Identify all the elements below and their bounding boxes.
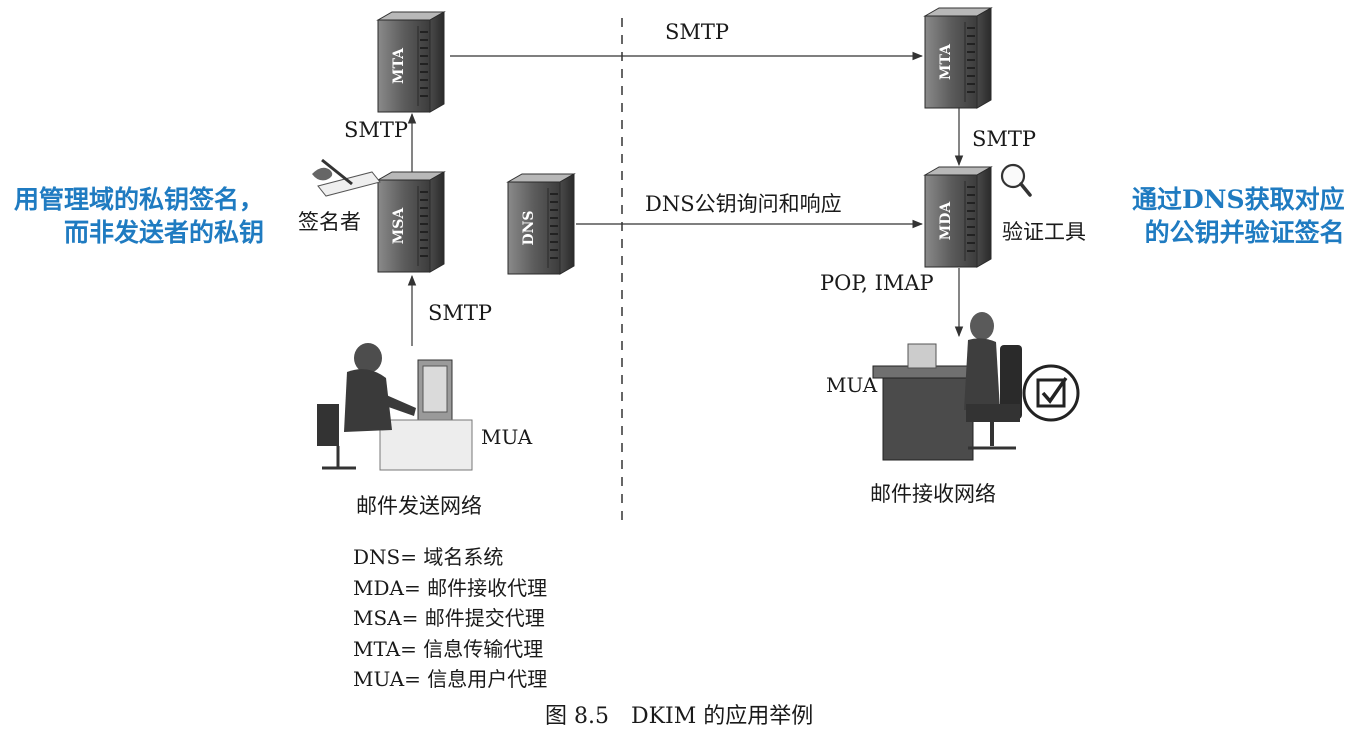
mta-sender-server: MTA <box>377 11 445 113</box>
smtp-right-label: SMTP <box>972 127 1037 151</box>
legend-item-mda: MDA= 邮件接收代理 <box>353 575 548 600</box>
left-annotation: 用管理域的私钥签名， 而非发送者的私钥 <box>14 183 264 249</box>
right-annotation-line2: 的公钥并验证签名 <box>1144 218 1345 247</box>
left-annotation-line2: 而非发送者的私钥 <box>64 218 265 247</box>
mua-sender-label: MUA <box>481 425 533 449</box>
sender-user-illustration <box>317 343 473 471</box>
dns-server: DNS <box>507 173 575 275</box>
mua-receiver-label: MUA <box>826 373 878 397</box>
signer-label: 签名者 <box>298 210 361 234</box>
signing-pen-icon <box>312 158 381 197</box>
right-annotation-line1: 通过DNS获取对应 <box>1132 185 1345 214</box>
mta-sender-label: MTA <box>391 47 407 84</box>
msa-label: MSA <box>391 207 407 245</box>
figure-caption: 图 8.5 DKIM 的应用举例 <box>545 706 813 728</box>
legend-item-mua: MUA= 信息用户代理 <box>353 667 548 691</box>
receiver-user-illustration <box>872 312 1022 461</box>
smtp-left-low-label: SMTP <box>428 301 493 325</box>
mda-server: MDA <box>924 166 992 268</box>
legend-item-dns: DNS= 域名系统 <box>353 545 504 569</box>
legend-item-mta: MTA= 信息传输代理 <box>353 636 544 661</box>
legend-item-msa: MSA= 邮件提交代理 <box>353 606 545 630</box>
recv-network-label: 邮件接收网络 <box>870 482 996 506</box>
verified-check-icon <box>1022 364 1080 422</box>
mta-receiver-server: MTA <box>924 7 992 109</box>
mda-label: MDA <box>938 201 954 241</box>
smtp-top-label: SMTP <box>665 20 730 44</box>
dns-query-label: DNS公钥询问和响应 <box>645 192 842 216</box>
abbreviation-legend: DNS= 域名系统 MDA= 邮件接收代理 MSA= 邮件提交代理 MTA= 信… <box>353 542 547 695</box>
pop-imap-label: POP, IMAP <box>820 271 934 295</box>
figure-number: 图 8.5 <box>545 704 609 729</box>
send-network-label: 邮件发送网络 <box>356 494 482 518</box>
msa-server: MSA <box>377 171 445 273</box>
figure-title: DKIM 的应用举例 <box>630 704 814 729</box>
right-annotation: 通过DNS获取对应 的公钥并验证签名 <box>1132 183 1345 249</box>
dns-label: DNS <box>521 210 537 245</box>
mta-receiver-label: MTA <box>938 43 954 80</box>
magnifier-icon <box>1000 163 1032 197</box>
smtp-left-mid-label: SMTP <box>344 118 409 142</box>
left-annotation-line1: 用管理域的私钥签名， <box>14 185 265 214</box>
verifier-label: 验证工具 <box>1002 220 1086 244</box>
